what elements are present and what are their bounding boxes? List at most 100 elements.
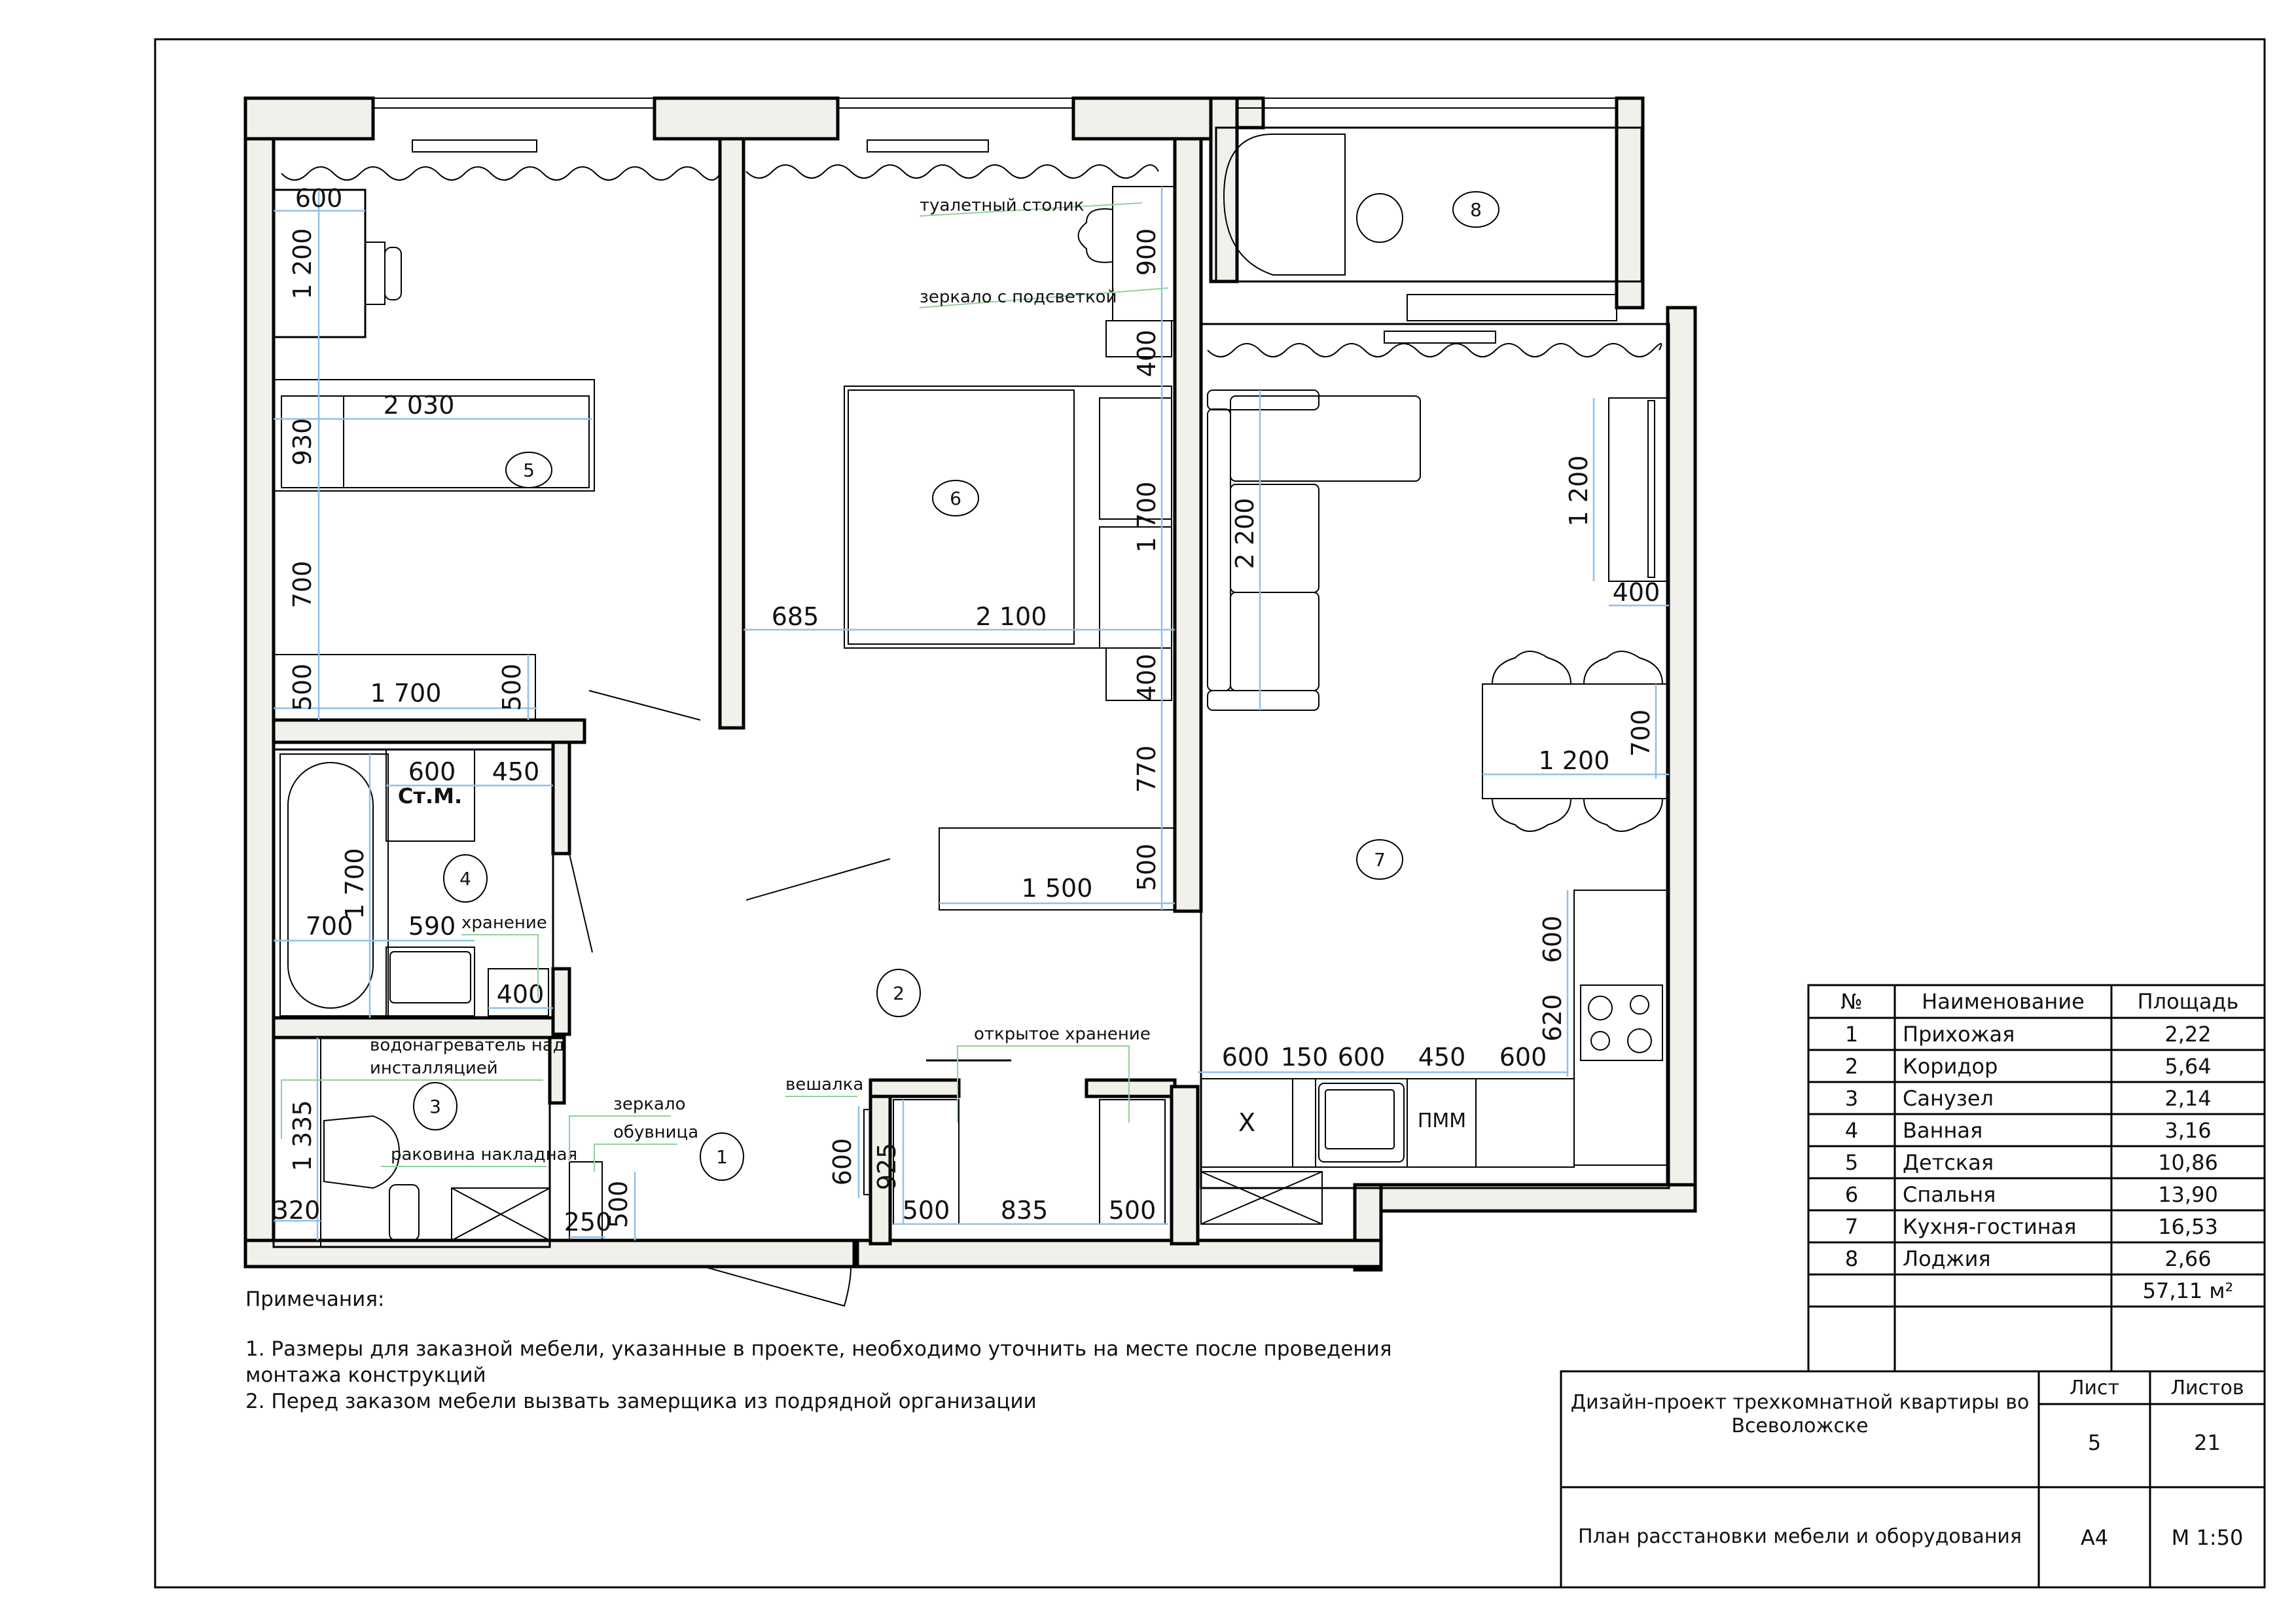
label-overlay-sink: раковина накладная [391,1145,577,1164]
label-storage: хранение [461,913,547,933]
project-title: Дизайн-проект трехкомнатной квартиры во … [1570,1391,2030,1437]
note-1: 1. Размеры для заказной мебели, указанны… [245,1337,1392,1387]
svg-text:925: 925 [872,1143,901,1191]
table-row: 5 Детская 10,86 [1844,1149,2218,1175]
room-number-5: 5 [523,460,535,481]
svg-text:1 500: 1 500 [1022,874,1093,903]
label-mirror: зеркало [613,1094,686,1114]
table-row: 2 Коридор 5,64 [1844,1053,2212,1079]
sheets-label: Листов [2170,1377,2244,1399]
room-kitchen-living: Х ПММ 7 [1200,323,1670,1225]
sheet-label: Лист [2069,1377,2120,1399]
radiators [412,139,1496,344]
notes-title: Примечания: [245,1288,385,1311]
title-block-text: Дизайн-проект трехкомнатной квартиры во … [1561,1371,2265,1587]
svg-text:400: 400 [1613,578,1660,607]
paper-format: А4 [2080,1525,2109,1550]
table-row: 3 Санузел 2,14 [1844,1085,2212,1111]
room-table-text: № Наименование Площадь 1 Прихожая 2,22 2… [1808,985,2265,1307]
note-2: 2. Перед заказом мебели вызвать замерщик… [245,1390,1037,1413]
label-lit-mirror: зеркало с подсветкой [920,287,1117,307]
label-hanger: вешалка [785,1075,863,1094]
svg-text:900: 900 [1132,228,1161,276]
room-bathroom: Ст.М. 4 [272,748,554,1019]
drawing-scale: М 1:50 [2171,1525,2244,1550]
table-total-row: 57,11 м² [1808,1274,2265,1307]
svg-text:1 200: 1 200 [1564,456,1593,527]
notes: Примечания: 1. Размеры для заказной мебе… [245,1286,1424,1415]
svg-text:1 700: 1 700 [1132,482,1161,553]
col-header-name: Наименование [1922,989,2085,1014]
svg-text:700: 700 [306,912,353,941]
svg-text:500: 500 [903,1196,950,1225]
label-water-heater-2: инсталляцией [370,1058,498,1078]
room-loggia: 8 [1215,126,1643,283]
svg-text:600: 600 [1222,1043,1270,1072]
svg-text:600: 600 [1499,1043,1547,1072]
svg-text:2 030: 2 030 [384,391,455,420]
fridge-label: Х [1238,1108,1255,1137]
title-block [1560,1370,2266,1589]
svg-text:835: 835 [1001,1196,1049,1225]
table-row: 8 Лоджия 2,66 [1844,1246,2212,1271]
room-number-8: 8 [1470,199,1482,221]
room-area-table [1807,984,2266,1373]
label-dressing-table: туалетный столик [920,196,1084,215]
col-header-no: № [1840,989,1863,1014]
svg-text:1 200: 1 200 [1539,746,1610,775]
room-kids: 5 [272,189,595,721]
svg-text:600: 600 [295,184,343,213]
svg-text:1 200: 1 200 [288,228,317,300]
dimensions: 600 1 200 2 030 930 700 500 1 700 500 68… [273,184,1669,1240]
drawing-frame [154,38,2266,1589]
table-row: 1 Прихожая 2,22 [1844,1021,2212,1047]
windows [372,98,1617,321]
walls [243,96,1697,1272]
svg-text:600: 600 [1338,1043,1386,1072]
svg-text:620: 620 [1538,994,1567,1042]
room-number-7: 7 [1374,849,1386,871]
svg-text:590: 590 [408,912,456,941]
svg-text:500: 500 [497,664,526,712]
label-open-storage: открытое хранение [974,1024,1151,1044]
svg-text:685: 685 [772,602,819,631]
svg-text:400: 400 [497,980,545,1009]
svg-text:700: 700 [288,561,317,609]
curtains [281,164,1662,357]
room-hallway: 1 2 [569,690,1166,1307]
svg-text:600: 600 [408,757,456,786]
svg-text:250: 250 [564,1208,612,1236]
table-row: 6 Спальня 13,90 [1844,1182,2218,1207]
table-row: 7 Кухня-гостиная 16,53 [1844,1214,2218,1239]
svg-text:500: 500 [1109,1196,1157,1225]
svg-text:500: 500 [288,664,317,712]
col-header-area: Площадь [2137,989,2239,1014]
room-bedroom: 6 [844,186,1175,911]
svg-text:1 700: 1 700 [370,679,442,708]
svg-text:600: 600 [1538,916,1567,964]
room-wc: 3 [272,1036,603,1248]
label-shoe-rack: обувница [613,1123,698,1142]
dishwasher-label: ПММ [1418,1110,1466,1132]
svg-text:400: 400 [1132,330,1161,378]
label-water-heater-1: водонагреватель над [370,1036,565,1055]
svg-text:600: 600 [828,1138,857,1186]
svg-text:400: 400 [1132,654,1161,702]
svg-text:1 700: 1 700 [340,848,369,920]
washing-machine-label: Ст.М. [398,784,462,808]
drawing-title: План расстановки мебели и оборудования [1578,1525,2022,1548]
sheets-total: 21 [2194,1430,2221,1455]
svg-text:700: 700 [1626,710,1655,757]
room-number-3: 3 [429,1096,441,1117]
svg-text:450: 450 [1418,1043,1466,1072]
room-number-6: 6 [950,488,961,509]
total-area: 57,11 м² [2142,1278,2234,1303]
svg-text:150: 150 [1281,1043,1329,1072]
svg-text:500: 500 [1132,844,1161,892]
room-number-2: 2 [893,983,905,1004]
svg-text:770: 770 [1132,746,1161,793]
room-number-1: 1 [716,1146,728,1168]
room-number-4: 4 [459,868,471,890]
svg-text:2 200: 2 200 [1230,498,1259,569]
